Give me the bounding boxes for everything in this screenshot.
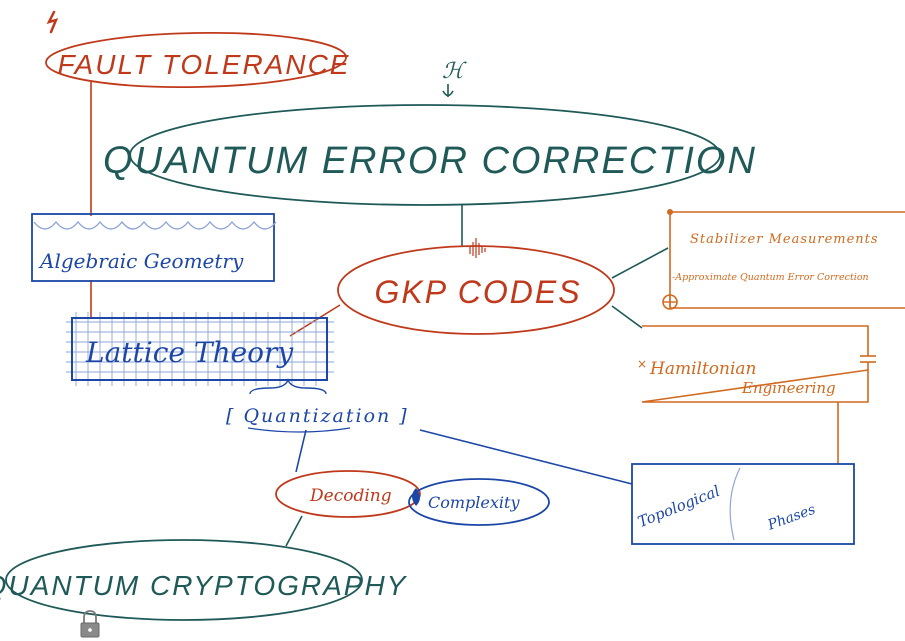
decoding-label: Decoding — [309, 486, 392, 506]
complexity-label: Complexity — [428, 493, 520, 512]
lightning-icon — [46, 10, 59, 34]
edge-quantization-to-topological — [419, 429, 633, 485]
down-arrow-icon — [442, 84, 454, 97]
algebraic-geometry-label: Algebraic Geometry — [38, 249, 244, 273]
stabilizer-label: Stabilizer Measurements — [690, 232, 879, 247]
edge-quantization-to-decoding — [295, 429, 307, 473]
phases-label: Phases — [765, 502, 818, 534]
node-topological[interactable]: Topological Phases — [631, 463, 855, 545]
gkp-label: GKP CODES — [374, 274, 581, 310]
node-complexity[interactable]: Complexity — [408, 478, 550, 526]
node-decoding[interactable]: Decoding — [275, 470, 421, 518]
node-cryptography[interactable]: QUANTUM CRYPTOGRAPHY — [0, 539, 408, 621]
cross-mark-icon: × — [637, 357, 647, 371]
fault-tolerance-label: FAULT TOLERANCE — [58, 49, 351, 80]
scallop-border — [33, 220, 277, 230]
topological-label-group: Topological — [635, 482, 722, 531]
node-fault-tolerance[interactable]: FAULT TOLERANCE — [45, 30, 351, 89]
approx-qec-label: -Approximate Quantum Error Correction — [672, 272, 869, 283]
lock-icon — [80, 610, 100, 638]
topological-label: Topological — [635, 482, 722, 531]
overlap-fill — [412, 488, 420, 506]
h-symbol: ℋ — [442, 59, 467, 97]
node-qec[interactable]: QUANTUM ERROR CORRECTION — [103, 104, 757, 206]
lattice-theory-label: Lattice Theory — [85, 336, 294, 369]
plus-circle-icon — [662, 294, 678, 310]
hamiltonian-label: Hamiltonian — [649, 359, 757, 379]
edge-gkp-to-stabilizer — [611, 247, 669, 279]
quantization-label: [ Quantization ] — [226, 405, 409, 427]
lattice-grid — [66, 312, 334, 386]
node-algebraic-geometry[interactable]: Algebraic Geometry — [31, 213, 277, 282]
waveform-icon — [469, 238, 486, 258]
node-stabilizer[interactable]: Stabilizer Measurements -Approximate Qua… — [662, 209, 905, 310]
node-quantization[interactable]: [ Quantization ] — [226, 378, 409, 433]
edge-gkp-to-lattice — [289, 304, 341, 337]
edge-decoding-to-crypto — [285, 515, 303, 547]
node-anchor-dot — [667, 209, 673, 215]
qec-label: QUANTUM ERROR CORRECTION — [103, 140, 757, 182]
node-lattice-theory[interactable]: Lattice Theory — [66, 312, 334, 386]
capacitor-icon — [860, 355, 876, 370]
connectors — [90, 82, 839, 547]
phases-label-group: Phases — [765, 502, 818, 534]
node-hamiltonian[interactable]: × Hamiltonian Engineering — [637, 325, 876, 403]
engineering-label: Engineering — [741, 379, 836, 397]
h-symbol-label: ℋ — [442, 59, 467, 84]
edge-gkp-to-hamiltonian — [611, 305, 643, 329]
cryptography-label: QUANTUM CRYPTOGRAPHY — [0, 570, 408, 601]
brace-icon — [249, 378, 327, 395]
node-gkp[interactable]: GKP CODES — [337, 245, 615, 335]
